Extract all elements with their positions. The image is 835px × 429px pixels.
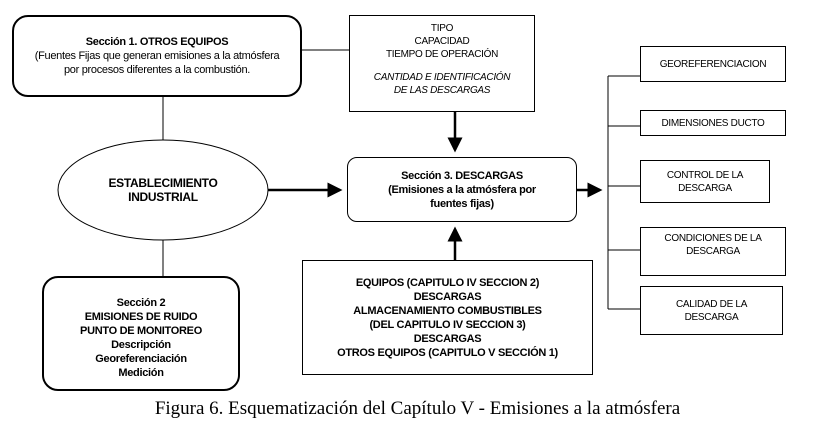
section3-box: Sección 3. DESCARGAS (Emisiones a la atm… <box>347 157 577 222</box>
equipos-line: DESCARGAS <box>413 290 482 303</box>
figure-caption: Figura 6. Esquematización del Capítulo V… <box>154 398 681 419</box>
bracket-ticks <box>608 75 640 310</box>
condiciones-descarga-box: CONDICIONES DE LA DESCARGA <box>640 227 786 276</box>
section1-box: Sección 1. OTROS EQUIPOS (Fuentes Fijas … <box>12 15 302 97</box>
equipos-line: EQUIPOS (CAPITULO IV SECCION 2) <box>355 276 540 289</box>
dimensiones-ducto-box: DIMENSIONES DUCTO <box>640 110 786 136</box>
tipo-italic-line: DE LAS DESCARGAS <box>393 85 491 96</box>
georeferenciacion-box: GEOREFERENCIACION <box>640 46 786 82</box>
section3-title: Sección 3. DESCARGAS <box>401 169 523 182</box>
section2-line: PUNTO DE MONITOREO <box>80 324 202 337</box>
section1-desc: (Fuentes Fijas que generan emisiones a l… <box>34 50 280 76</box>
section2-box: Sección 2 EMISIONES DE RUIDO PUNTO DE MO… <box>42 276 240 391</box>
section1-title: Sección 1. OTROS EQUIPOS <box>85 36 229 48</box>
tipo-line: CAPACIDAD <box>414 36 470 47</box>
section2-line: Sección 2 <box>116 296 166 309</box>
control-descarga-box: CONTROL DE LA DESCARGA <box>640 160 770 203</box>
section2-line: EMISIONES DE RUIDO <box>84 310 198 323</box>
section2-sub: Georeferenciación <box>95 352 187 365</box>
tipo-box: TIPO CAPACIDAD TIEMPO DE OPERACIÓN CANTI… <box>349 15 535 112</box>
equipos-box: EQUIPOS (CAPITULO IV SECCION 2) DESCARGA… <box>302 260 593 375</box>
equipos-line: (DEL CAPITULO IV SECCION 3) <box>369 318 526 331</box>
establecimiento-line: INDUSTRIAL <box>128 190 198 204</box>
establecimiento-label: ESTABLECIMIENTO INDUSTRIAL <box>80 170 246 210</box>
equipos-line: OTROS EQUIPOS (CAPITULO V SECCIÓN 1) <box>337 346 558 359</box>
section3-desc: (Emisiones a la atmósfera por fuentes fi… <box>388 183 536 210</box>
equipos-line: ALMACENAMIENTO COMBUSTIBLES <box>353 304 542 317</box>
tipo-line: TIPO <box>430 23 454 34</box>
tipo-italic-line: CANTIDAD E IDENTIFICACIÓN <box>373 72 511 83</box>
equipos-line: DESCARGAS <box>413 332 482 345</box>
tipo-line: TIEMPO DE OPERACIÓN <box>385 49 499 60</box>
section2-sub: Medición <box>118 366 164 379</box>
calidad-descarga-box: CALIDAD DE LA DESCARGA <box>640 286 783 335</box>
establecimiento-line: ESTABLECIMIENTO <box>108 176 218 190</box>
section2-sub: Descripción <box>111 338 171 351</box>
